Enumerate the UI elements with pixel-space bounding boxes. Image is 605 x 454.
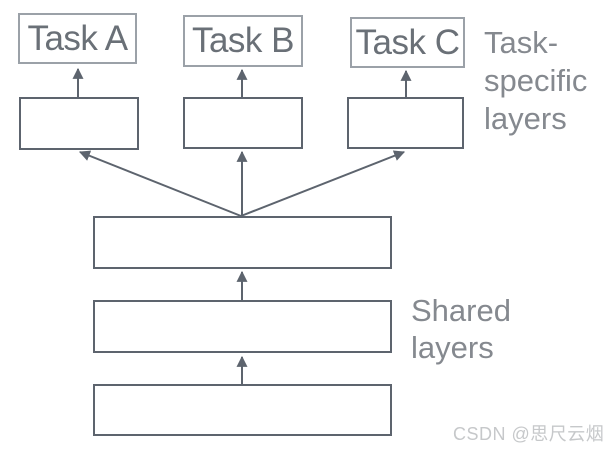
task-specific-layer-box-a [19,97,139,150]
task-a-label: Task A [27,18,128,58]
task-specific-layer-box-c [347,97,464,149]
shared-layer-box-1 [93,216,392,269]
shared-layer-box-3 [93,384,392,436]
task-specific-layers-annotation: Task-specific layers [484,25,588,136]
arrow-shared1-to-tsC [240,150,406,217]
task-c-box: Task C [350,17,465,68]
task-b-label: Task B [191,21,295,60]
task-b-box: Task B [183,15,303,67]
task-c-label: Task C [355,22,460,62]
shared-layers-annotation: Shared layers [411,293,511,365]
task-specific-layer-box-b [183,97,303,149]
shared-layer-box-2 [93,300,392,353]
task-a-box: Task A [18,13,137,64]
csdn-watermark: CSDN @思尺云烟 [453,424,605,444]
arrow-shared1-to-tsA [78,150,242,217]
